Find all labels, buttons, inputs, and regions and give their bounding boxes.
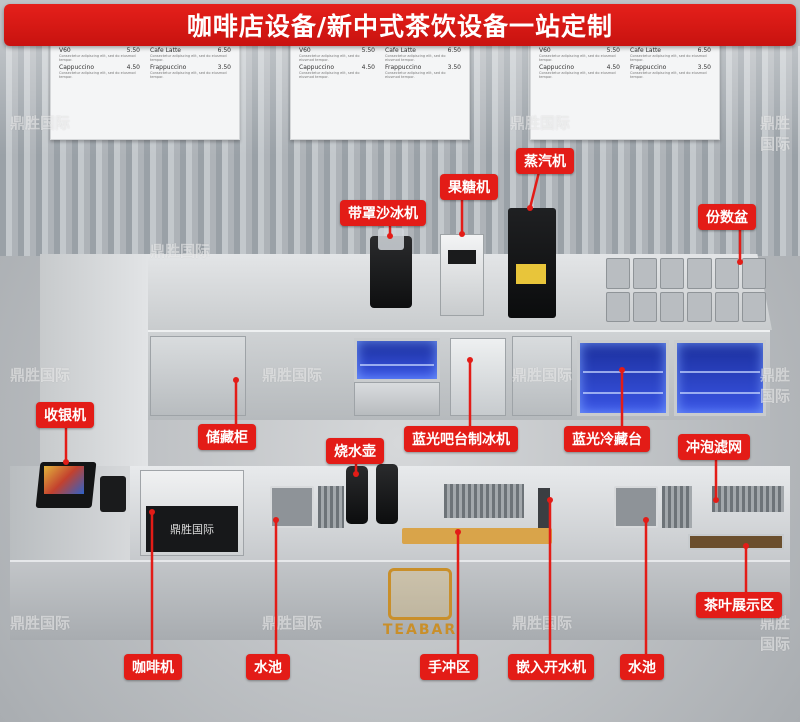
fructose-machine: [440, 234, 484, 316]
teabar-logo: TEABAR: [378, 566, 462, 640]
steam-machine: [508, 208, 556, 318]
label-fructose: 果糖机: [440, 174, 498, 200]
portion-pan: [633, 291, 658, 322]
watermark: 鼎胜国际: [512, 614, 573, 632]
boiler-tap: [538, 488, 550, 528]
label-strainer: 冲泡滤网: [678, 434, 750, 460]
side-counter-top: [40, 254, 148, 474]
portion-pan-grid: [606, 258, 766, 322]
strainer-grate: [712, 486, 784, 512]
portion-pan: [687, 258, 712, 289]
watermark: 鼎胜国际: [10, 366, 71, 384]
ice-maker-unit: [450, 338, 506, 416]
blender-cover: [378, 228, 404, 250]
hand-brew-grate: [444, 484, 524, 518]
portion-pan: [687, 291, 712, 322]
watermark: 鼎胜国际: [512, 366, 573, 384]
portion-pan: [633, 258, 658, 289]
label-portion-pans: 份数盆: [698, 204, 756, 230]
label-tea-display: 茶叶展示区: [696, 592, 782, 618]
sink-left: [270, 486, 314, 528]
portion-pan: [606, 291, 631, 322]
portion-pan: [606, 258, 631, 289]
ice-maker-body: [354, 382, 440, 416]
sink-right: [614, 486, 658, 528]
coffee-machine-brand: 鼎胜国际: [146, 506, 238, 552]
watermark: 鼎胜国际: [150, 242, 211, 260]
front-counter-panel: [10, 560, 790, 640]
portion-pan: [741, 291, 766, 322]
drain-grate-right: [662, 486, 692, 528]
card-reader: [100, 476, 126, 512]
watermark: 鼎胜国际: [10, 114, 71, 132]
ice-maker-window: [354, 338, 440, 382]
tea-display-tray: [688, 534, 784, 550]
portion-pan: [714, 291, 739, 322]
portion-pan: [660, 258, 685, 289]
teabar-logo-mark: [388, 568, 452, 620]
label-handbrew: 手冲区: [420, 654, 478, 680]
label-boiler: 嵌入开水机: [508, 654, 594, 680]
cashier-screen: [44, 466, 84, 494]
blue-cooler-right: [674, 340, 766, 416]
label-cooler: 蓝光冷藏台: [564, 426, 650, 452]
title-banner: 咖啡店设备/新中式茶饮设备一站定制: [4, 4, 796, 46]
label-kettle: 烧水壶: [326, 438, 384, 464]
compressor-panel: [512, 336, 572, 416]
watermark: 鼎胜国际: [262, 614, 323, 632]
portion-pan: [714, 258, 739, 289]
watermark: 鼎胜国际: [10, 614, 71, 632]
label-storage: 储藏柜: [198, 424, 256, 450]
blue-cooler-left: [577, 340, 669, 416]
fructose-display: [448, 250, 476, 264]
label-sink-left: 水池: [246, 654, 290, 680]
drain-grate-left: [318, 486, 344, 528]
watermark: 鼎胜国际: [760, 366, 791, 405]
page-title: 咖啡店设备/新中式茶饮设备一站定制: [186, 12, 614, 41]
hand-brew-tray: [402, 528, 552, 544]
portion-pan: [741, 258, 766, 289]
storage-cabinet: [150, 336, 246, 416]
watermark: 鼎胜国际: [760, 114, 791, 153]
portion-pan: [660, 291, 685, 322]
watermark: 鼎胜国际: [262, 366, 323, 384]
label-cashier: 收银机: [36, 402, 94, 428]
label-steamer: 蒸汽机: [516, 148, 574, 174]
kettle-1: [346, 466, 368, 524]
watermark: 鼎胜国际: [760, 614, 791, 653]
label-coffee: 咖啡机: [124, 654, 182, 680]
watermark: 鼎胜国际: [510, 114, 571, 132]
kettle-2: [376, 464, 398, 524]
label-icemaker: 蓝光吧台制冰机: [404, 426, 518, 452]
label-blender: 带罩沙冰机: [340, 200, 426, 226]
label-sink-right: 水池: [620, 654, 664, 680]
teabar-logo-text: TEABAR: [382, 622, 458, 638]
steam-machine-panel: [516, 264, 546, 284]
